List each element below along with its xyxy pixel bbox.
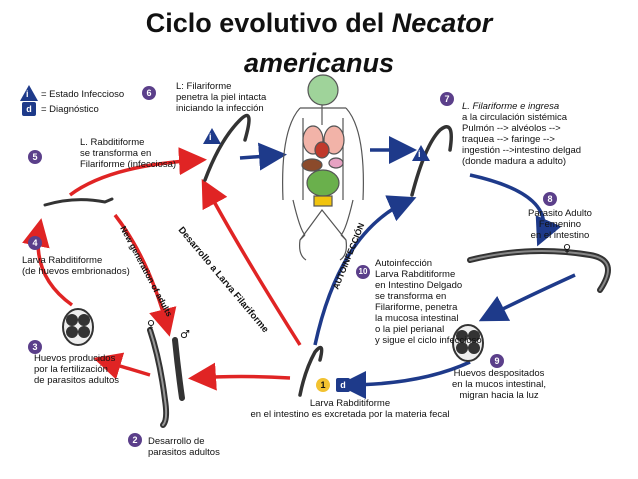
egg-9 (452, 324, 484, 362)
step-8-number: 8 (543, 192, 557, 206)
diagnostic-icon-1: d (336, 378, 350, 392)
larva-filariforme-6 (203, 113, 251, 182)
step-2-number: 2 (128, 433, 142, 447)
step-3-number: 3 (28, 340, 42, 354)
arrow-8-to-9 (478, 273, 576, 322)
step-9-number: 9 (490, 354, 504, 368)
arrow-7-to-8 (469, 173, 562, 247)
step-4-label: Larva Rabditiforme(de huevos embrionados… (22, 255, 130, 277)
step-5-number: 5 (28, 150, 42, 164)
step-10-number: 10 (356, 265, 370, 279)
legend-infectious-text: = Estado Infeccioso (41, 89, 125, 100)
female-symbol-8: ♀ (563, 242, 571, 255)
larva-rabditiforme-1 (298, 345, 324, 397)
male-symbol-2: ♂ (180, 328, 190, 341)
arrow-larva-filariforme (201, 178, 302, 346)
arrow-3-to-4 (22, 218, 74, 307)
egg-3 (62, 308, 94, 346)
step-7-number: 7 (440, 92, 454, 106)
legend-infectious-icon: i (20, 85, 38, 101)
legend-diagnostic-icon: d (22, 102, 36, 116)
label-larva-filariforme: Desarrollo a Larva Filariforme (176, 225, 271, 335)
legend-diagnostic-text: = Diagnóstico (41, 104, 99, 115)
female-symbol-2: ♀ (147, 318, 155, 331)
arrow-1-to-2 (188, 362, 291, 391)
arrow-2-to-3 (93, 352, 151, 380)
step-1-number: 1 (316, 378, 330, 392)
human-body-figure (282, 74, 364, 261)
adult-worms-2 (147, 327, 185, 428)
arrow-autoinfeccion (313, 195, 417, 346)
step-6-number: 6 (142, 86, 156, 100)
arrow-9-to-1 (338, 360, 471, 399)
larva-rabditiforme-4 (43, 197, 114, 207)
label-autoinfeccion: AUTOINFECCIÓN (330, 221, 367, 291)
infectious-icon-6: i (203, 128, 221, 144)
larva-filariforme-7 (410, 125, 453, 197)
arrow-new-generation (113, 213, 177, 337)
step-4-number: 4 (28, 236, 42, 250)
adult-female-worm-8 (467, 248, 611, 293)
arrow-6-to-body (239, 142, 287, 171)
title-line-2: americanus (243, 48, 395, 78)
infectious-icon-7: i (412, 145, 430, 161)
arrow-4-to-5 (68, 147, 207, 197)
title-line-1: Ciclo evolutivo del Necator (145, 8, 493, 38)
